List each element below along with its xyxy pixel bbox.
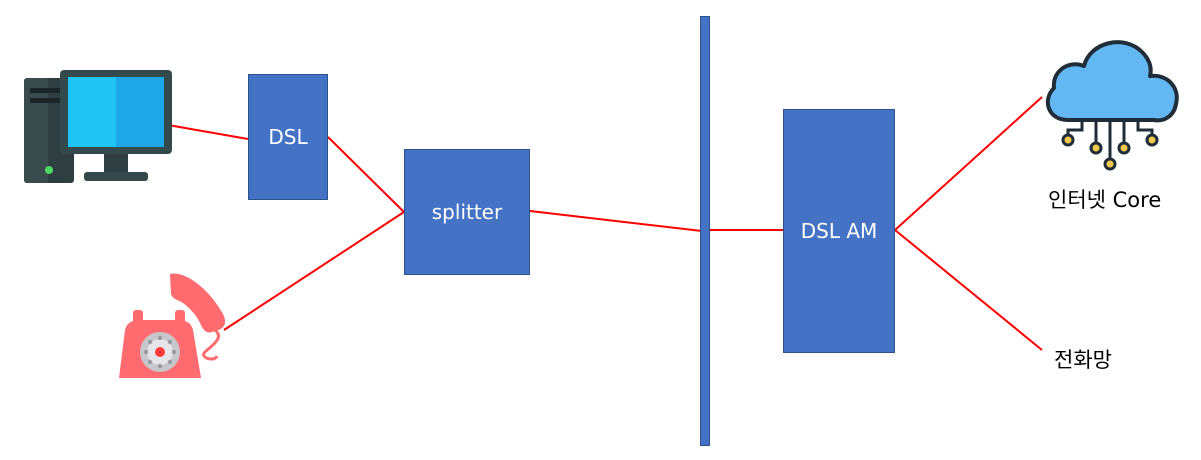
link-splitter-bar [529,210,703,232]
dslam-label: DSL AM [800,219,878,243]
splitter-box: splitter [404,149,530,275]
internet-core-label: 인터넷 Core [1048,188,1162,212]
telephone-icon [119,273,226,378]
link-dsl-splitter [327,136,405,213]
cloud-network-icon [1045,40,1179,171]
link-computer-dsl [167,124,249,140]
splitter-label: splitter [431,200,503,224]
desktop-computer-icon [24,70,172,183]
phone-network-label: 전화망 [1054,348,1112,372]
dsl-modem-label: DSL [268,125,308,149]
link-phone-splitter [223,211,405,331]
partition-bar [700,16,710,446]
link-dslam-internet [894,96,1043,231]
dslam-box: DSL AM [783,109,895,353]
link-dslam-phone-network [894,229,1043,351]
dsl-modem-box: DSL [248,74,328,200]
